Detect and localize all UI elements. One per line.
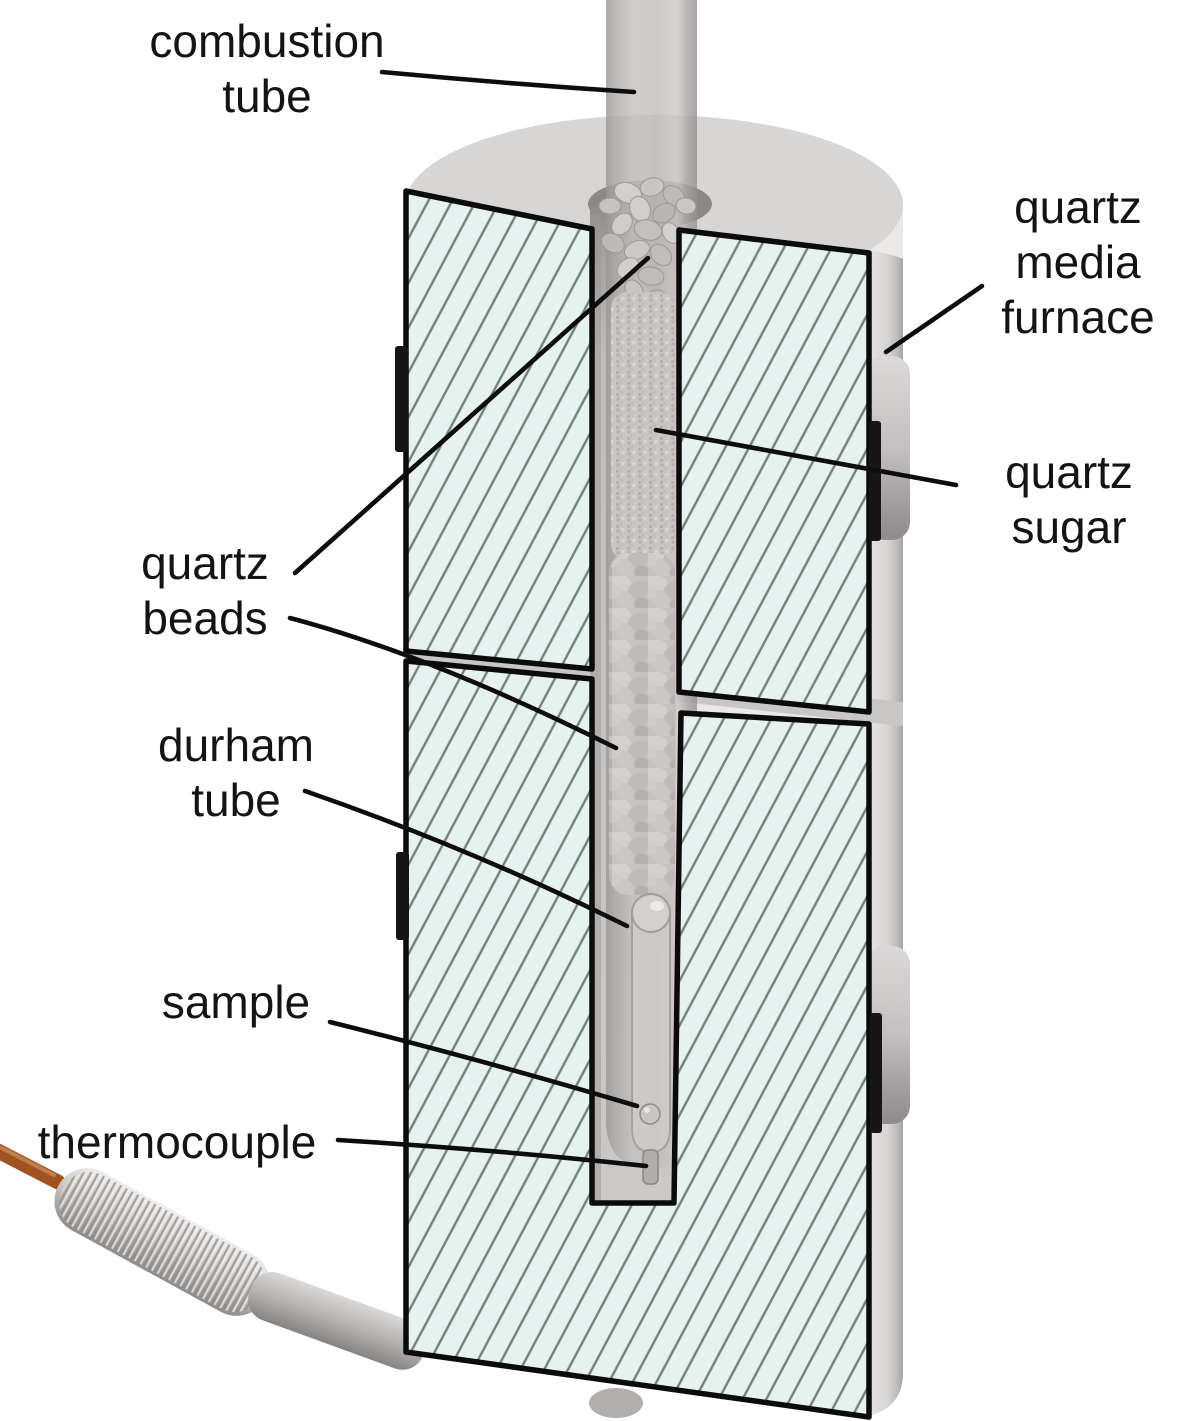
leader-thermocouple — [335, 1137, 649, 1169]
clamp-left-lower — [396, 852, 409, 940]
label-combustion-tube-line1: combustion — [149, 15, 385, 67]
durham-tube-dome — [631, 893, 671, 933]
leader-quartz-sugar — [653, 427, 959, 488]
leader-quartz-beads-upper — [292, 255, 651, 576]
clamp-right-upper — [869, 421, 881, 541]
clamp-left-upper — [395, 346, 408, 452]
label-quartz-sugar: quartz sugar — [1005, 445, 1133, 555]
leader-sample — [327, 1019, 640, 1109]
sample-ball — [639, 1103, 661, 1125]
upper-right-panel — [676, 227, 872, 715]
label-durham-tube-line1: durham — [158, 719, 314, 771]
quartz-beads-mid-column — [609, 553, 675, 895]
label-quartz-sugar-line1: quartz — [1005, 446, 1133, 498]
furnace-clamps — [395, 346, 882, 1133]
label-quartz-beads: quartz beads — [141, 536, 269, 646]
label-quartz-sugar-line2: sugar — [1011, 501, 1127, 553]
label-thermocouple: thermocouple — [38, 1115, 317, 1170]
quartz-beads-top-cluster — [598, 177, 697, 307]
label-combustion-tube: combustion tube — [149, 14, 384, 124]
leader-quartz-beads-lower — [287, 615, 619, 751]
thermocouple-tube-nub — [589, 1388, 643, 1418]
slot-left-shadow — [590, 215, 601, 1203]
thermocouple-wire — [0, 1143, 66, 1190]
label-quartz-media-furnace: quartz media furnace — [1001, 180, 1154, 345]
leader-lines — [287, 69, 985, 1169]
label-sample: sample — [162, 975, 310, 1030]
label-combustion-tube-line2: tube — [222, 70, 312, 122]
clamp-right-lower — [870, 1013, 882, 1133]
lower-panel — [403, 658, 872, 1420]
label-quartz-beads-line2: beads — [142, 592, 268, 644]
label-durham-tube-line2: tube — [191, 774, 281, 826]
label-quartz-media-furnace-line3: furnace — [1001, 291, 1155, 343]
label-durham-tube: durham tube — [158, 718, 314, 828]
label-sample-line1: sample — [161, 976, 311, 1028]
leader-quartz-media-furnace — [883, 283, 985, 355]
thermocouple-assembly — [0, 1143, 427, 1370]
upper-left-panel — [403, 188, 595, 672]
thermocouple-sheath-tube — [248, 1271, 427, 1370]
label-quartz-beads-line1: quartz — [141, 537, 269, 589]
quartz-sugar-column — [611, 292, 675, 560]
thermocouple-coil-sheath — [54, 1168, 270, 1316]
cross-section-panels — [403, 188, 872, 1420]
leader-durham-tube — [302, 788, 630, 929]
leader-combustion-tube — [379, 69, 637, 95]
label-quartz-media-furnace-line1: quartz — [1014, 181, 1142, 233]
label-thermocouple-line1: thermocouple — [37, 1116, 317, 1168]
label-quartz-media-furnace-line2: media — [1015, 236, 1141, 288]
